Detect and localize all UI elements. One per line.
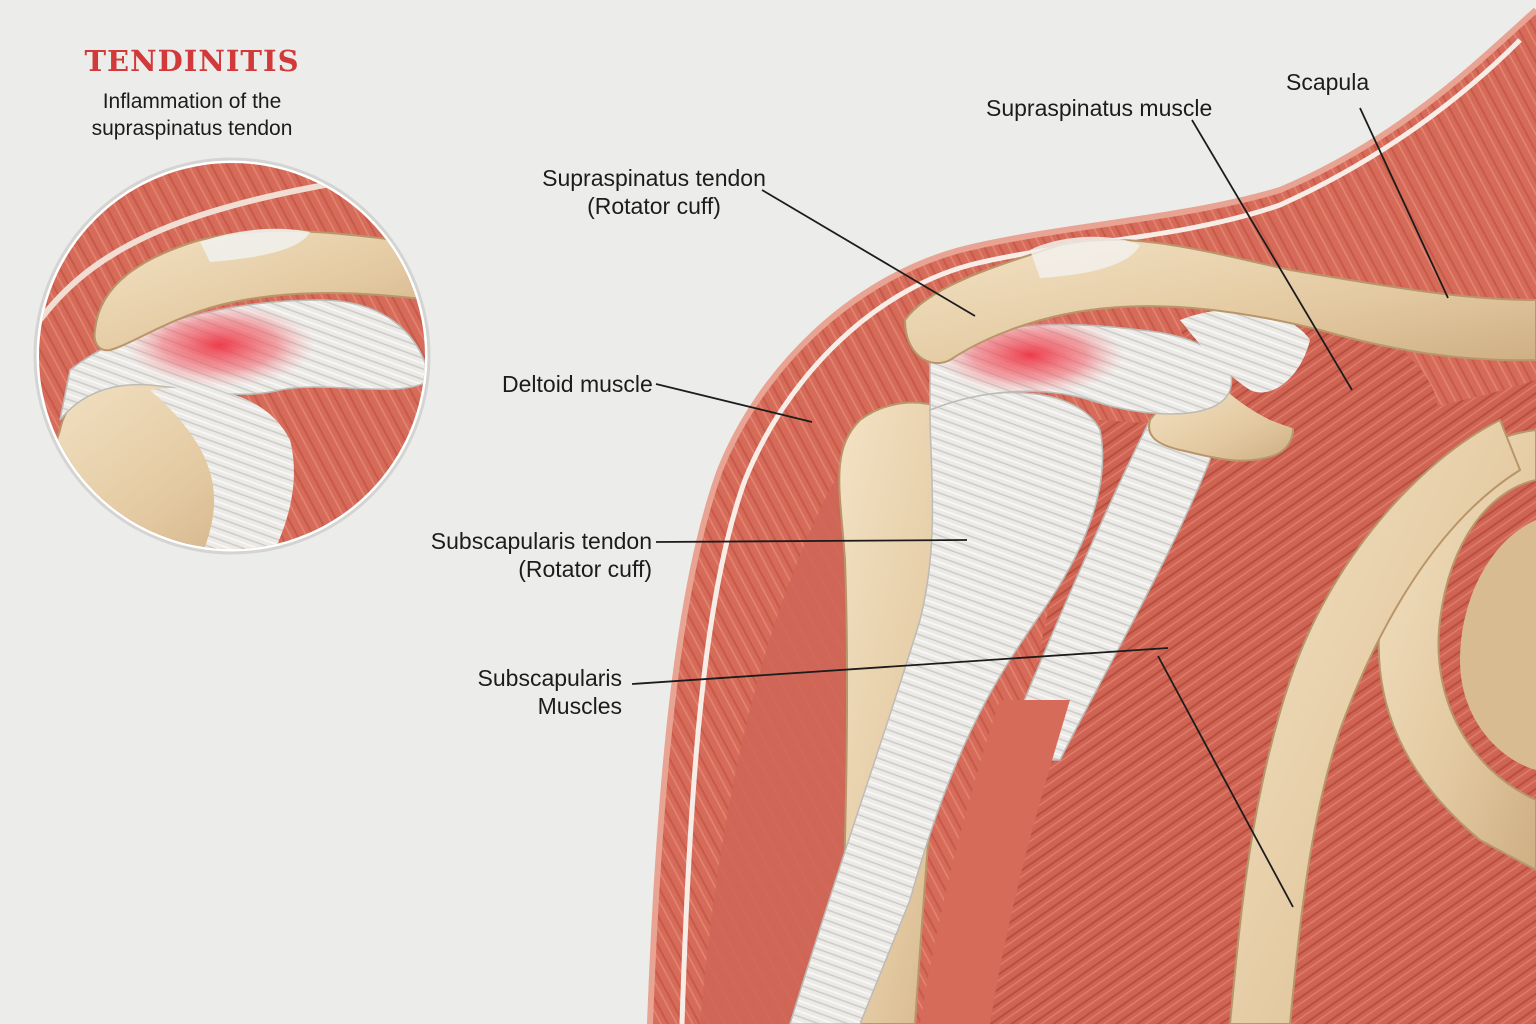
leader-supraspinatus-muscle	[1191, 119, 1353, 391]
inset-title: TENDINITIS	[84, 44, 300, 78]
acromion-tendon-cap	[1030, 236, 1140, 278]
label-subscapularis-muscles-line2: Muscles	[537, 693, 622, 719]
leader-scapula	[1359, 107, 1449, 299]
scapula-inner	[1460, 520, 1536, 770]
leader-supraspinatus-tendon	[761, 189, 976, 317]
leader-subscapularis-muscles	[631, 647, 1169, 685]
label-supraspinatus-tendon-line1: Supraspinatus tendon	[542, 165, 766, 191]
skin-inner-line	[679, 38, 1522, 1024]
leader-subscapularis-tendon	[655, 539, 968, 543]
skin-outline	[647, 7, 1536, 1024]
label-supraspinatus-tendon: Supraspinatus tendon (Rotator cuff)	[540, 164, 768, 220]
label-subscapularis-tendon: Subscapularis tendon (Rotator cuff)	[430, 527, 652, 583]
inset-acromion	[93, 229, 425, 352]
inset-subtitle-line1: Inflammation of the	[102, 90, 282, 113]
leader-deltoid	[655, 383, 813, 423]
label-subscapularis-muscles-line1: Subscapularis	[477, 665, 622, 691]
label-subscapularis-tendon-line2: (Rotator cuff)	[518, 556, 652, 582]
label-deltoid-muscle: Deltoid muscle	[502, 371, 653, 397]
inset-subtitle-line2: supraspinatus tendon	[91, 117, 293, 140]
tendinitis-inset	[33, 157, 431, 555]
scapula-rim	[1228, 418, 1522, 1024]
subscapularis-tendon	[789, 391, 1104, 1024]
label-subscapularis-muscles: Subscapularis Muscles	[440, 664, 622, 720]
label-subscapularis-tendon-line1: Subscapularis tendon	[430, 528, 652, 554]
leader-lines	[631, 107, 1449, 908]
leader-subscapularis-muscles-2	[1157, 655, 1294, 908]
label-supraspinatus-tendon-line2: (Rotator cuff)	[587, 193, 721, 219]
inset-subtitle: Inflammation of the supraspinatus tendon	[0, 88, 384, 142]
main-shoulder	[647, 7, 1536, 1024]
tendon-fibers-upper	[1180, 309, 1310, 393]
inset-lower-tendon	[150, 387, 294, 549]
label-scapula: Scapula	[1286, 69, 1370, 95]
inset-inflammation-spot	[125, 303, 315, 387]
label-supraspinatus-muscle: Supraspinatus muscle	[986, 95, 1213, 121]
tendon-muscle-fade	[920, 700, 1070, 1024]
